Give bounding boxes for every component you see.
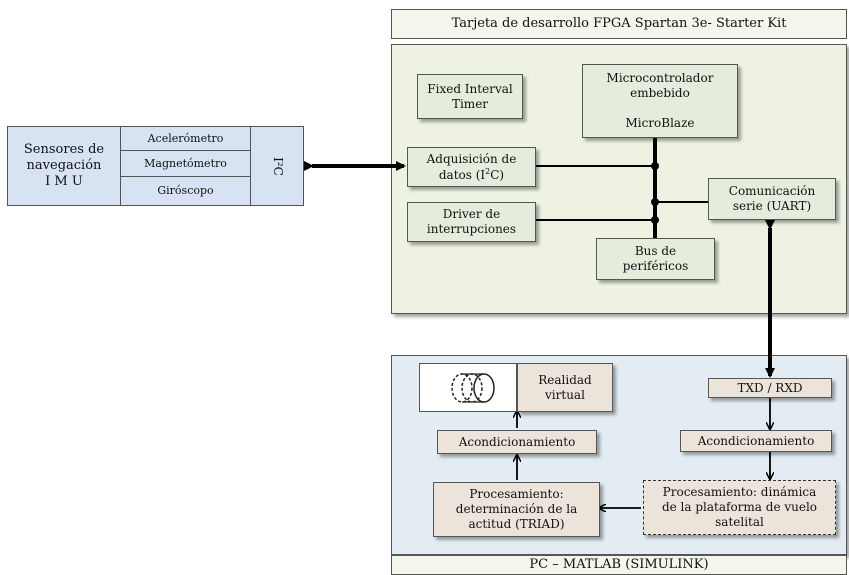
i2c-interface-label: I²C (270, 156, 285, 176)
txd-rxd-box: TXD / RXD (708, 378, 832, 398)
flight-dynamics-box: Procesamiento: dinámica de la plataforma… (643, 480, 836, 535)
data-acquisition-label: Adquisición de datos (I2C) (426, 151, 517, 182)
conditioning-right-box: Acondicionamiento (680, 430, 832, 452)
peripheral-bus-label: Bus de periféricos (622, 244, 689, 273)
interrupt-driver-label: Driver de interrupciones (426, 207, 517, 236)
bus-node-3 (651, 216, 659, 224)
sensor-magnetometer-label: Magnetómetro (144, 156, 227, 170)
sensor-magnetometer: Magnetómetro (120, 150, 251, 177)
microcontroller-label: Microcontrolador embebido MicroBlaze (606, 71, 714, 130)
fixed-timer-label: Fixed Interval Timer (427, 81, 513, 111)
sensor-accelerometer-label: Acelerómetro (147, 131, 224, 145)
imu-title: Sensores de navegación I M U (23, 141, 105, 190)
virtual-reality-image-box (419, 363, 517, 412)
sensor-accelerometer: Acelerómetro (120, 126, 251, 151)
fpga-title-box: Tarjeta de desarrollo FPGA Spartan 3e- S… (391, 9, 847, 39)
fixed-interval-timer: Fixed Interval Timer (417, 74, 523, 119)
pc-title-box: PC – MATLAB (SIMULINK) (391, 555, 847, 575)
satellite-model-icon (451, 372, 495, 403)
virtual-reality-label: Realidad virtual (538, 372, 592, 402)
i2c-interface-box: I²C (250, 126, 304, 206)
pc-title: PC – MATLAB (SIMULINK) (529, 556, 709, 572)
bus-node-2 (651, 198, 659, 206)
virtual-reality-box: Realidad virtual (517, 363, 613, 412)
imu-title-box: Sensores de navegación I M U (7, 126, 121, 206)
uart-box: Comunicación serie (UART) (708, 178, 836, 220)
sensor-gyroscope: Giróscopo (120, 176, 251, 206)
conditioning-right-label: Acondicionamiento (697, 433, 815, 448)
conditioning-left-box: Acondicionamiento (437, 430, 597, 454)
triad-box: Procesamiento: determinación de la actit… (433, 482, 600, 537)
sensor-gyroscope-label: Giróscopo (157, 184, 214, 198)
interrupt-driver-box: Driver de interrupciones (407, 202, 536, 242)
triad-label: Procesamiento: determinación de la actit… (455, 487, 578, 531)
peripheral-bus-box: Bus de periféricos (596, 238, 715, 280)
microcontroller-box: Microcontrolador embebido MicroBlaze (582, 64, 738, 138)
bus-node-1 (651, 162, 659, 170)
flight-dynamics-label: Procesamiento: dinámica de la plataforma… (661, 485, 818, 529)
conditioning-left-label: Acondicionamiento (458, 434, 576, 449)
txd-rxd-label: TXD / RXD (737, 380, 803, 395)
data-acquisition-box: Adquisición de datos (I2C) (407, 147, 536, 187)
uart-label: Comunicación serie (UART) (728, 184, 816, 213)
fpga-title: Tarjeta de desarrollo FPGA Spartan 3e- S… (451, 15, 787, 31)
